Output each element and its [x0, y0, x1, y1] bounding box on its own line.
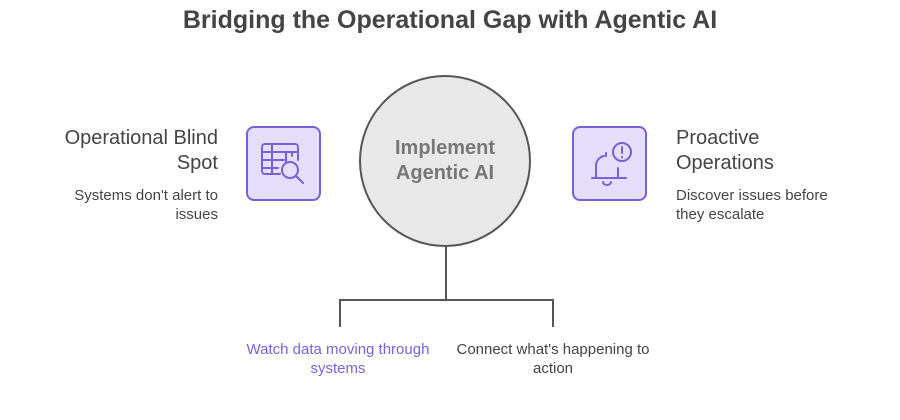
center-circle: Implement Agentic AI	[359, 75, 531, 247]
table-search-icon	[260, 142, 304, 184]
right-text: Proactive Operations Discover issues bef…	[676, 126, 866, 224]
right-description: Discover issues before they escalate	[676, 187, 828, 223]
left-text: Operational Blind Spot Systems don't ale…	[18, 126, 218, 224]
diagram-title: Bridging the Operational Gap with Agenti…	[182, 6, 718, 34]
left-icon-box	[246, 126, 321, 201]
left-description: Systems don't alert to issues	[74, 187, 218, 223]
bell-alert-icon	[590, 141, 632, 186]
center-label: Implement Agentic AI	[394, 137, 496, 184]
left-heading: Operational Blind Spot	[64, 127, 218, 174]
right-icon-box	[572, 126, 647, 201]
branch-label-connect-action: Connect what's happening to action	[456, 341, 650, 377]
right-heading: Proactive Operations	[676, 127, 774, 174]
branch-label-watch-data: Watch data moving through systems	[246, 341, 430, 377]
